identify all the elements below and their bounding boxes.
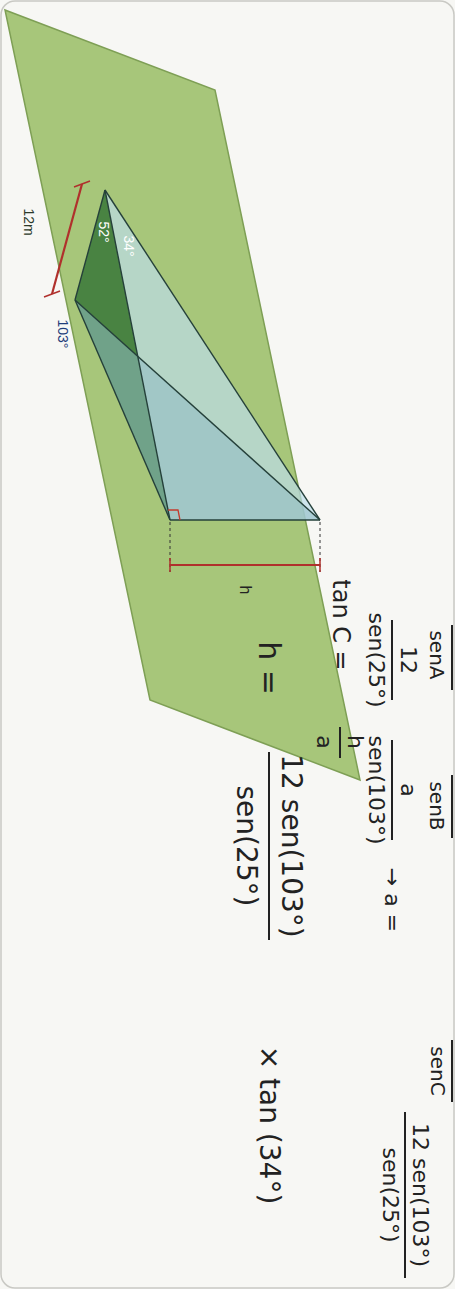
fraction-denominator: sen(103°) (364, 735, 388, 844)
fraction-denominator: sen(25°) (378, 1147, 402, 1242)
fraction-numerator: h (343, 735, 367, 749)
equation-text: h = (253, 641, 286, 695)
dimension-label: 12m (20, 208, 35, 235)
equation-text: tan C = (328, 579, 354, 670)
sine-denominator: senB (426, 781, 448, 830)
fraction-denominator: sen(25°) (364, 612, 388, 707)
fraction-denominator: sen(25°) (231, 785, 262, 906)
dimension-h (170, 558, 320, 572)
fraction-numerator: 12 sen(103°) (276, 754, 307, 937)
fraction-numerator: 12 (396, 646, 420, 674)
equation-text: × tan (34°) (254, 1046, 285, 1205)
edges (75, 190, 320, 520)
fraction-bars (269, 620, 452, 1278)
right-angle-mark (168, 510, 180, 520)
angle-label: 103° (54, 320, 69, 349)
fraction-denominator: a (312, 735, 336, 748)
angle-label: 52° (95, 221, 110, 242)
angle-label: 34° (120, 235, 135, 256)
extension-lines (170, 522, 320, 572)
fraction-numerator: a (396, 783, 420, 796)
dimension-label: h (236, 586, 254, 595)
sine-denominator: senC (427, 1046, 449, 1095)
fraction-numerator: 12 sen(103°) (408, 1123, 432, 1267)
ground-plane (5, 10, 360, 780)
equation-text: → a = (380, 868, 404, 932)
sine-denominator: senA (426, 630, 448, 679)
dimension-12m (44, 181, 90, 297)
